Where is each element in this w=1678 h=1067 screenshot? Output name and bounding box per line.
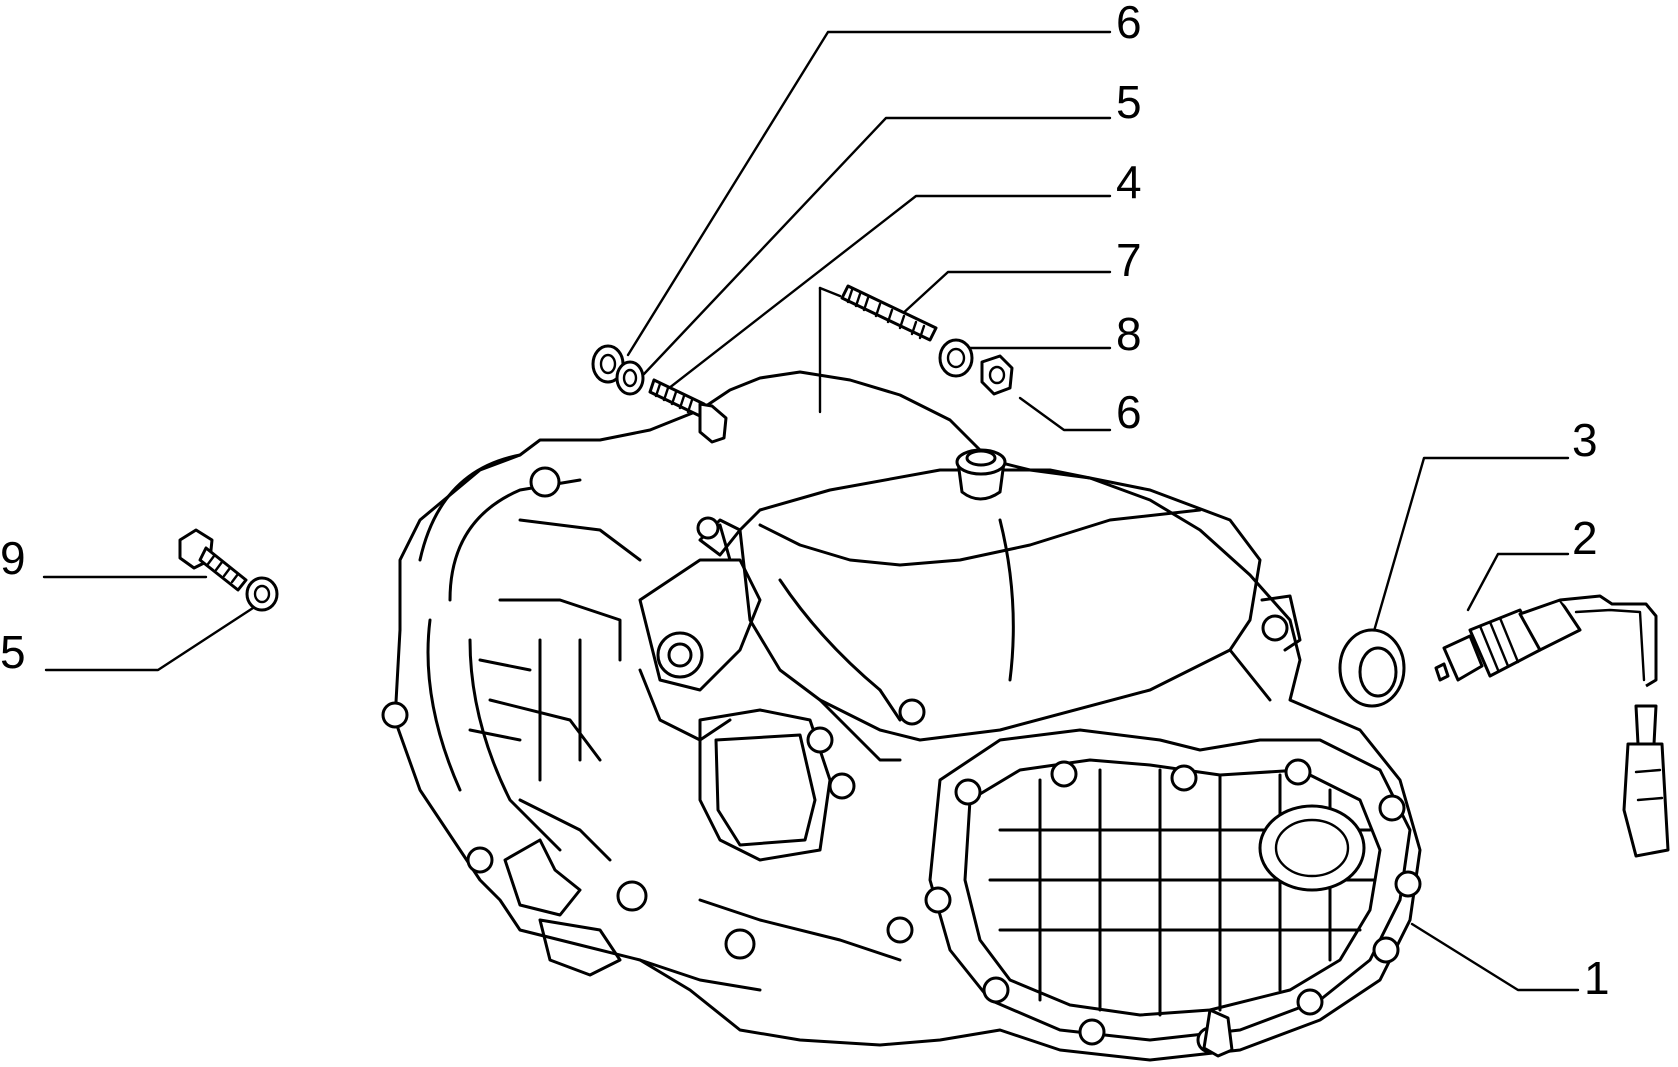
- callout-2: 2: [1572, 512, 1598, 564]
- leader-5-top: [642, 116, 1112, 376]
- right-parts: [1338, 594, 1670, 858]
- callout-9: 9: [0, 532, 26, 584]
- upper-fasteners: [591, 284, 1014, 444]
- leader-2: [1466, 552, 1570, 612]
- leader-6-mid: [1018, 396, 1112, 432]
- callout-4: 4: [1116, 156, 1142, 208]
- callout-3: 3: [1572, 414, 1598, 466]
- leader-5-left: [44, 604, 258, 672]
- leader-4: [662, 194, 1112, 394]
- seal-3: [1338, 628, 1406, 708]
- leader-3: [1370, 456, 1570, 640]
- callout-5-left: 5: [0, 626, 26, 678]
- left-fasteners: [178, 528, 279, 612]
- stud-7: [840, 284, 938, 342]
- nut-6-mid: [980, 354, 1014, 396]
- leader-stud-top: [818, 286, 842, 298]
- washer-5-left: [245, 576, 279, 612]
- callout-labels: 6 5 4 7 8 6 3 2 1 9 5: [0, 0, 1610, 1004]
- leader-6-top: [626, 30, 1112, 357]
- leader-7: [898, 270, 1112, 318]
- bolt-9: [178, 528, 248, 592]
- callout-1: 1: [1584, 952, 1610, 1004]
- callout-5-top: 5: [1116, 76, 1142, 128]
- leader-1: [1410, 922, 1580, 992]
- sensor-2: [1434, 594, 1670, 858]
- callout-7: 7: [1116, 234, 1142, 286]
- leader-lines: [42, 30, 1580, 992]
- bolt-4: [648, 378, 728, 444]
- callout-8: 8: [1116, 308, 1142, 360]
- callout-6-top: 6: [1116, 0, 1142, 48]
- gearbox-housing: [381, 370, 1422, 1062]
- washer-8: [938, 338, 974, 378]
- washer-5-top: [615, 360, 645, 396]
- callout-6-mid: 6: [1116, 386, 1142, 438]
